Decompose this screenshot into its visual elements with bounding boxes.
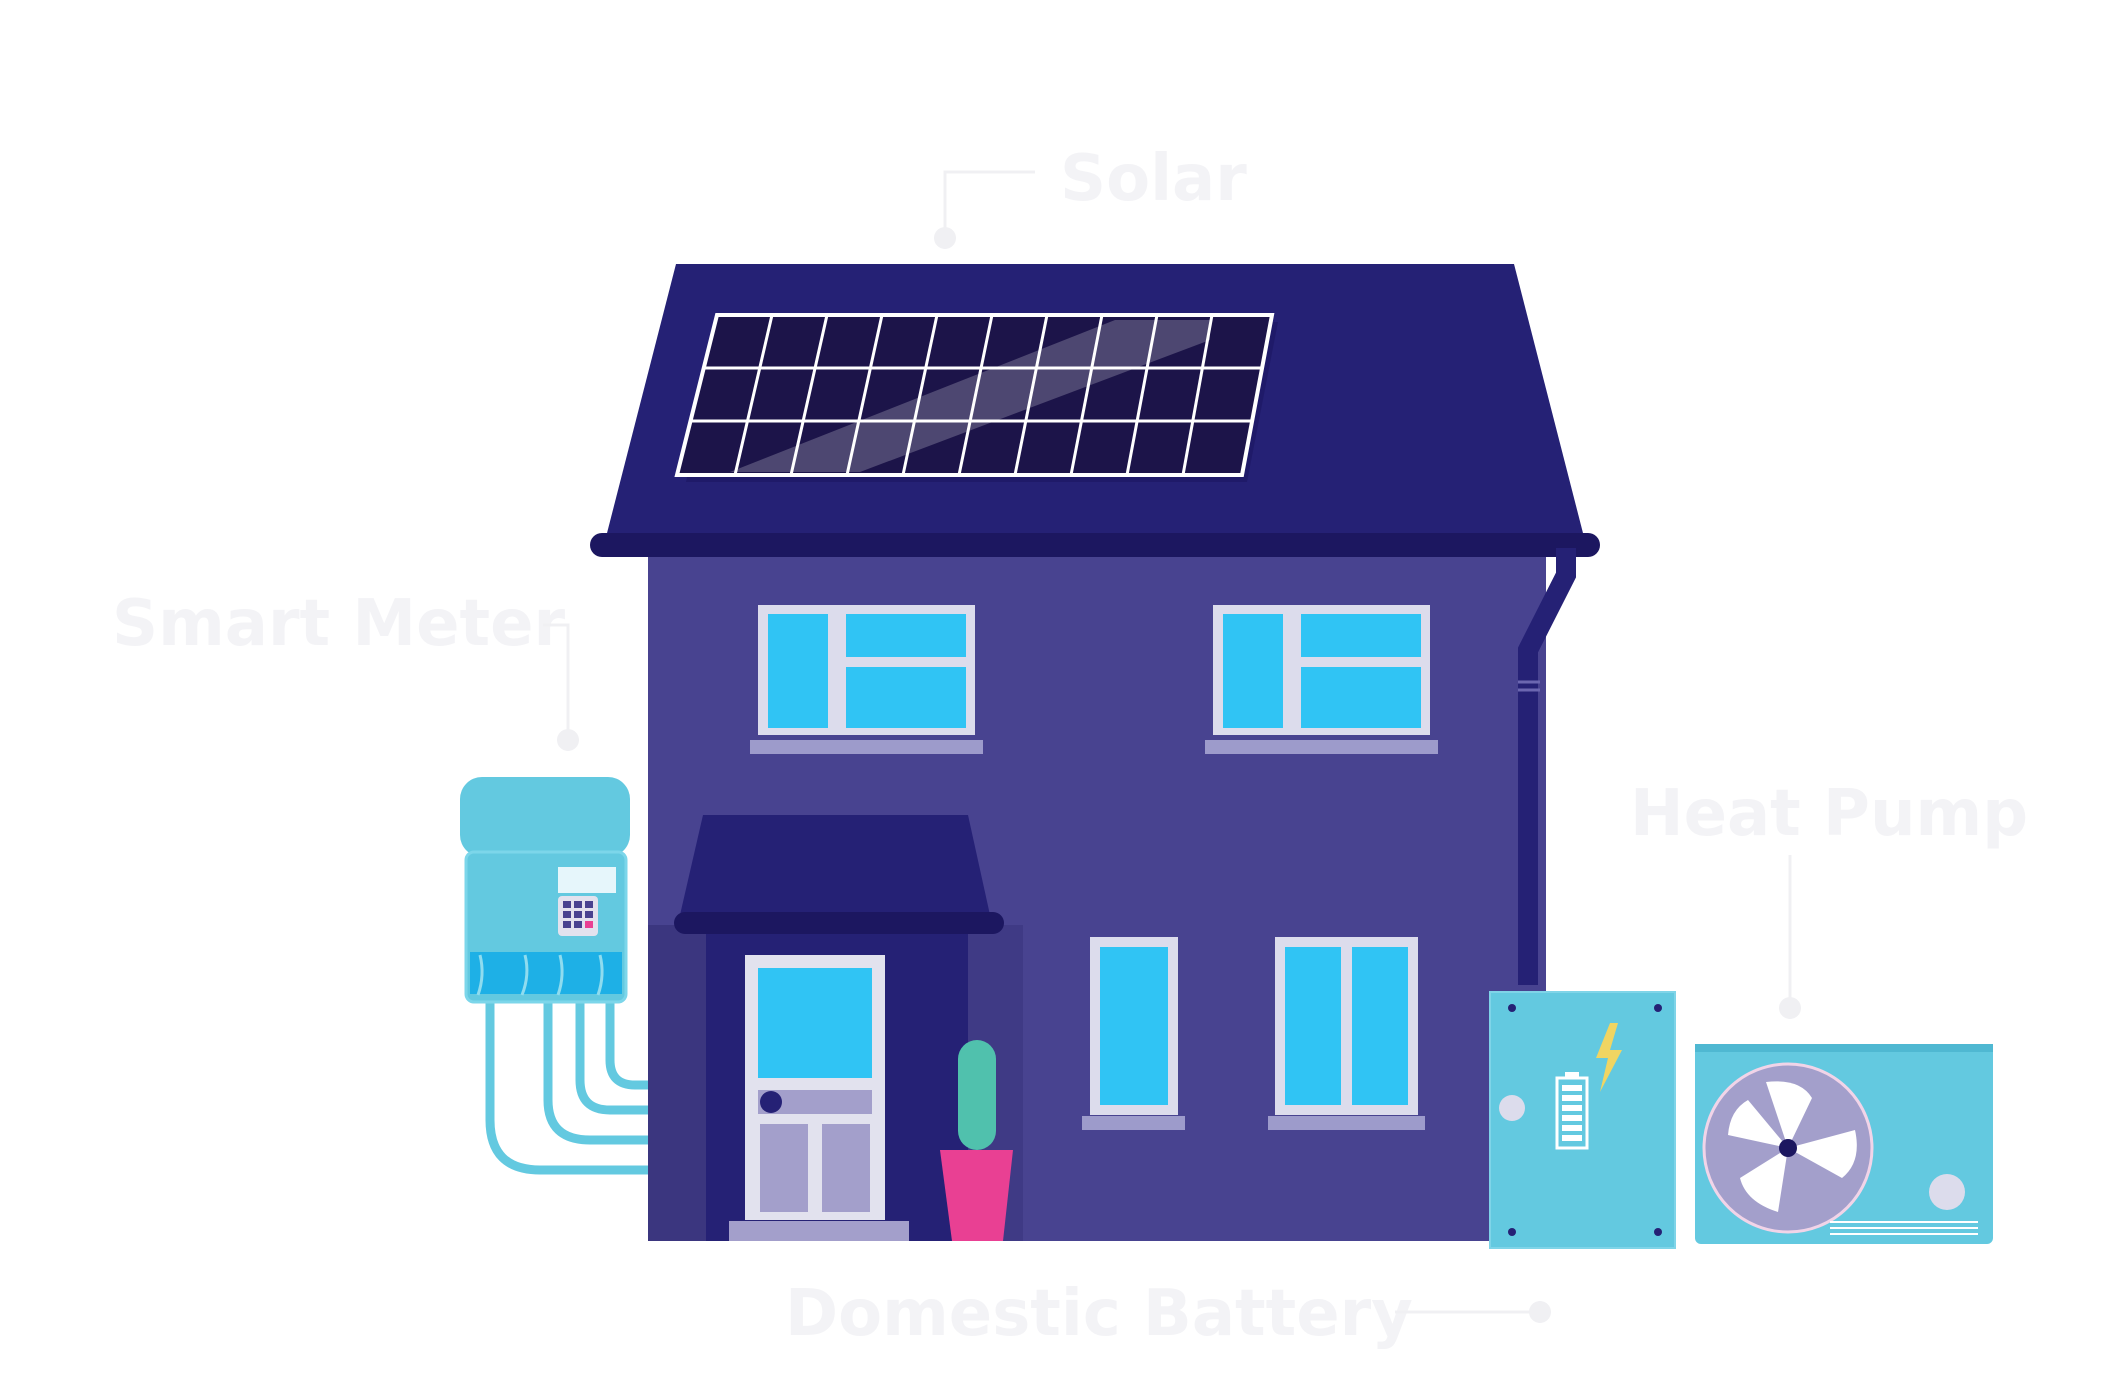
porch	[648, 815, 1023, 1241]
lightning-bolt-icon	[1596, 1023, 1622, 1092]
plant-foliage	[958, 1040, 996, 1150]
gutter	[590, 533, 1600, 557]
upper-right-window	[1205, 605, 1438, 754]
smart-meter-display	[558, 867, 616, 893]
house	[590, 264, 1600, 1241]
fan-icon	[1702, 1062, 1874, 1234]
solar-label-group: Solar	[934, 142, 1247, 249]
porch-roof	[680, 815, 990, 915]
solar-panel-sheen	[730, 320, 1210, 472]
upper-right-sill	[1205, 740, 1438, 754]
domestic-battery-label: Domestic Battery	[785, 1277, 1413, 1351]
plant-pot	[940, 1150, 1013, 1241]
smart-meter	[460, 777, 650, 1175]
solar-panel-icon	[674, 313, 1278, 482]
lower-left-window	[1082, 937, 1185, 1130]
lower-right-window	[1268, 937, 1425, 1130]
smart-meter-lid	[460, 777, 630, 857]
smart-meter-leader-dot	[557, 729, 579, 751]
door-knob	[760, 1091, 782, 1113]
upper-left-sill	[750, 740, 983, 754]
potted-plant	[940, 1040, 1013, 1241]
smart-meter-label-group: Smart Meter	[112, 587, 579, 751]
smart-meter-terminal-block	[470, 952, 622, 994]
domestic-battery-label-group: Domestic Battery	[785, 1277, 1551, 1351]
domestic-battery	[1489, 991, 1676, 1249]
smart-meter-cables	[485, 975, 650, 1175]
smart-meter-label: Smart Meter	[112, 587, 566, 661]
heat-pump-label-group: Heat Pump	[1630, 777, 2028, 1019]
solar-label: Solar	[1060, 142, 1247, 216]
heat-pump-label: Heat Pump	[1630, 777, 2028, 851]
smart-meter-leader-line	[543, 623, 570, 740]
keypad-icon	[558, 896, 598, 936]
downpipe	[1518, 548, 1576, 985]
solar-leader-dot	[934, 227, 956, 249]
solar-panel-grid	[690, 314, 1262, 476]
lower-left-sill	[1082, 1116, 1185, 1130]
domestic-battery-leader-dot	[1529, 1301, 1551, 1323]
porch-shadow-left	[648, 925, 706, 1241]
battery-icon	[1555, 1072, 1589, 1150]
battery-indicator	[1499, 1095, 1525, 1121]
porch-roof-edge	[674, 912, 1004, 934]
upper-left-window	[750, 605, 983, 754]
heat-pump-vents	[1830, 1221, 1978, 1235]
solar-leader-line	[943, 170, 1035, 238]
heat-pump	[1695, 1044, 1993, 1244]
front-door	[745, 955, 885, 1220]
door-step	[729, 1221, 909, 1241]
heat-pump-leader-dot	[1779, 997, 1801, 1019]
lower-right-sill	[1268, 1116, 1425, 1130]
heat-pump-indicator	[1929, 1174, 1965, 1210]
